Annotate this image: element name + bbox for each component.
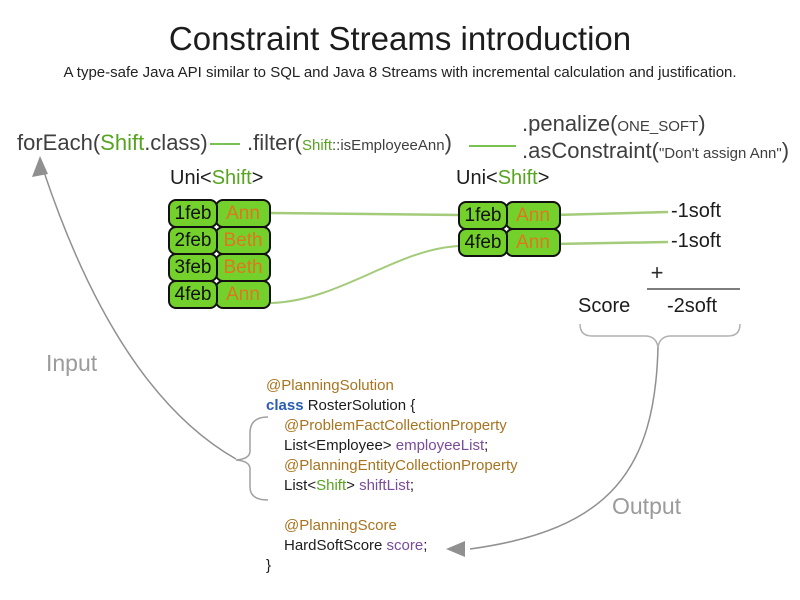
subtitle: A type-safe Java API similar to SQL and … <box>63 64 737 81</box>
code-line: @PlanningSolution <box>266 376 518 396</box>
uni-right-post: > <box>537 167 550 189</box>
shift-row: 4feb Ann <box>168 280 271 309</box>
uni-shift-label-left: Uni<Shift> <box>170 167 263 190</box>
code-text: > <box>346 477 360 494</box>
code-text: List< <box>284 477 317 494</box>
penalty-label: -1soft <box>671 230 722 252</box>
penalize-arg: ONE_SOFT <box>617 118 699 135</box>
code-line: List<Employee> employeeList; <box>266 436 518 456</box>
filter-mid: ::isEmployeeAnn <box>332 137 445 154</box>
code-line: @PlanningEntityCollectionProperty <box>266 456 518 476</box>
shift-row: 1feb Ann <box>458 201 561 230</box>
date-cell: 2feb <box>168 226 218 255</box>
foreach-pre: forEach( <box>17 130 101 155</box>
code-line: @PlanningScore <box>266 516 518 536</box>
uni-right-type: Shift <box>497 167 538 189</box>
uni-left-post: > <box>251 167 264 189</box>
date-cell: 1feb <box>168 199 218 228</box>
plus-sign: + <box>650 260 664 285</box>
shift-row: 2feb Beth <box>168 226 271 255</box>
code-text: } <box>266 557 272 574</box>
uni-left-pre: Uni< <box>170 167 212 189</box>
date-cell: 4feb <box>458 228 508 257</box>
annotation: @ProblemFactCollectionProperty <box>284 417 507 434</box>
filter-post: ) <box>444 130 452 155</box>
asconstraint-pre: .asConstraint( <box>522 138 659 163</box>
shift-row: 3feb Beth <box>168 253 271 282</box>
right-shift-table: 1feb Ann 4feb Ann <box>458 201 561 257</box>
date-cell: 1feb <box>458 201 508 230</box>
code-text: ; <box>423 537 428 554</box>
code-text: List<Employee> <box>284 437 396 454</box>
employee-cell: Beth <box>215 226 271 255</box>
asconstraint-call: .asConstraint("Don't assign Ann") <box>522 138 789 164</box>
annotation: @PlanningScore <box>284 517 397 534</box>
penalty-line-2 <box>553 240 669 246</box>
input-arrowhead <box>32 156 48 177</box>
code-line: } <box>266 556 518 576</box>
field-name: score <box>386 537 424 554</box>
penalize-pre: .penalize( <box>522 111 618 136</box>
output-label: Output <box>612 493 682 519</box>
code-line: List<Shift> shiftList; <box>266 476 518 496</box>
code-line: HardSoftScore score; <box>266 536 518 556</box>
annotation: @PlanningSolution <box>266 377 394 394</box>
filter-type: Shift <box>302 137 333 154</box>
filter-call: .filter(Shift::isEmployeeAnn) <box>247 130 452 156</box>
keyword: class <box>266 397 304 414</box>
field-name: employeeList <box>395 437 485 454</box>
shift-row: 1feb Ann <box>168 199 271 228</box>
date-cell: 3feb <box>168 253 218 282</box>
date-cell: 4feb <box>168 280 218 309</box>
code-line-blank <box>266 496 518 516</box>
match-line-4feb <box>270 245 460 304</box>
employee-cell: Ann <box>215 280 271 309</box>
shift-row: 4feb Ann <box>458 228 561 257</box>
penalize-call: .penalize(ONE_SOFT) <box>522 111 706 137</box>
uni-left-type: Shift <box>211 167 252 189</box>
foreach-post: .class) <box>144 130 208 155</box>
left-shift-table: 1feb Ann 2feb Beth 3feb Beth 4feb Ann <box>168 199 271 309</box>
code-block: @PlanningSolution class RosterSolution {… <box>266 376 518 576</box>
foreach-type: Shift <box>100 130 145 155</box>
code-line: @ProblemFactCollectionProperty <box>266 416 518 436</box>
input-label: Input <box>46 350 98 376</box>
uni-right-pre: Uni< <box>456 167 498 189</box>
asconstraint-post: ) <box>781 138 790 163</box>
employee-cell: Ann <box>215 199 271 228</box>
code-text: RosterSolution { <box>303 397 416 414</box>
page-title: Constraint Streams introduction <box>168 20 632 57</box>
penalty-line-1 <box>553 210 669 217</box>
employee-cell: Ann <box>505 228 561 257</box>
field-name: shiftList <box>359 477 410 494</box>
code-text: ; <box>484 437 489 454</box>
employee-cell: Beth <box>215 253 271 282</box>
code-text: HardSoftScore <box>284 537 387 554</box>
score-value: -2soft <box>667 295 718 317</box>
score-label: Score <box>578 295 631 317</box>
asconstraint-arg: "Don't assign Ann" <box>658 145 782 162</box>
type-name: Shift <box>316 477 347 494</box>
foreach-call: forEach(Shift.class) <box>17 130 208 156</box>
code-brace <box>235 416 269 501</box>
penalize-post: ) <box>698 111 706 136</box>
employee-cell: Ann <box>505 201 561 230</box>
sum-underbrace <box>579 323 741 348</box>
penalty-label: -1soft <box>671 200 722 222</box>
filter-pre: .filter( <box>247 130 302 155</box>
uni-shift-label-right: Uni<Shift> <box>456 167 549 190</box>
annotation: @PlanningEntityCollectionProperty <box>284 457 518 474</box>
match-line-1feb <box>270 211 460 217</box>
code-line: class RosterSolution { <box>266 396 518 416</box>
code-text: ; <box>409 477 415 494</box>
